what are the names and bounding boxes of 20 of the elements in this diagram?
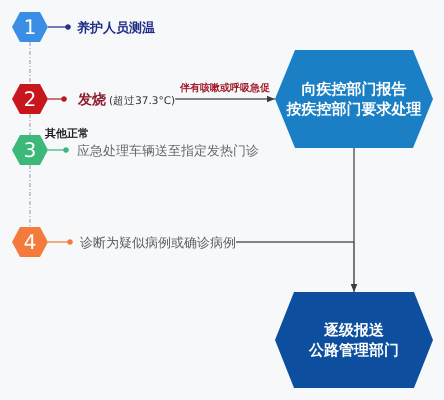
dashed-line bbox=[29, 165, 31, 227]
connector-line bbox=[48, 239, 73, 245]
step-hexagon: 4 bbox=[12, 227, 48, 257]
process-hexagon: 向疾控部门报告 按疾控部门要求处理 bbox=[275, 50, 433, 148]
connector-line bbox=[48, 96, 67, 102]
step-hexagon: 2 bbox=[12, 84, 48, 114]
dashed-line bbox=[29, 114, 31, 135]
arrow bbox=[175, 96, 275, 102]
process-hexagon: 逐级报送 公路管理部门 bbox=[275, 292, 433, 388]
step-text: 发烧 (超过37.3°C) bbox=[64, 90, 176, 108]
step-hexagon: 1 bbox=[12, 12, 48, 42]
step-text: 诊断为疑似病例或确诊病例 bbox=[70, 233, 236, 251]
step-text: 养护人员测温 bbox=[68, 18, 155, 36]
dashed-line bbox=[29, 42, 31, 84]
connector-line bbox=[48, 147, 69, 153]
step-text: 应急处理车辆送至指定发热门诊 bbox=[66, 141, 259, 159]
edge-label: 伴有咳嗽或呼吸急促 bbox=[180, 82, 270, 95]
connector-line bbox=[48, 24, 71, 30]
arrow bbox=[236, 241, 358, 292]
edge-label: 其他正常 bbox=[45, 126, 89, 140]
